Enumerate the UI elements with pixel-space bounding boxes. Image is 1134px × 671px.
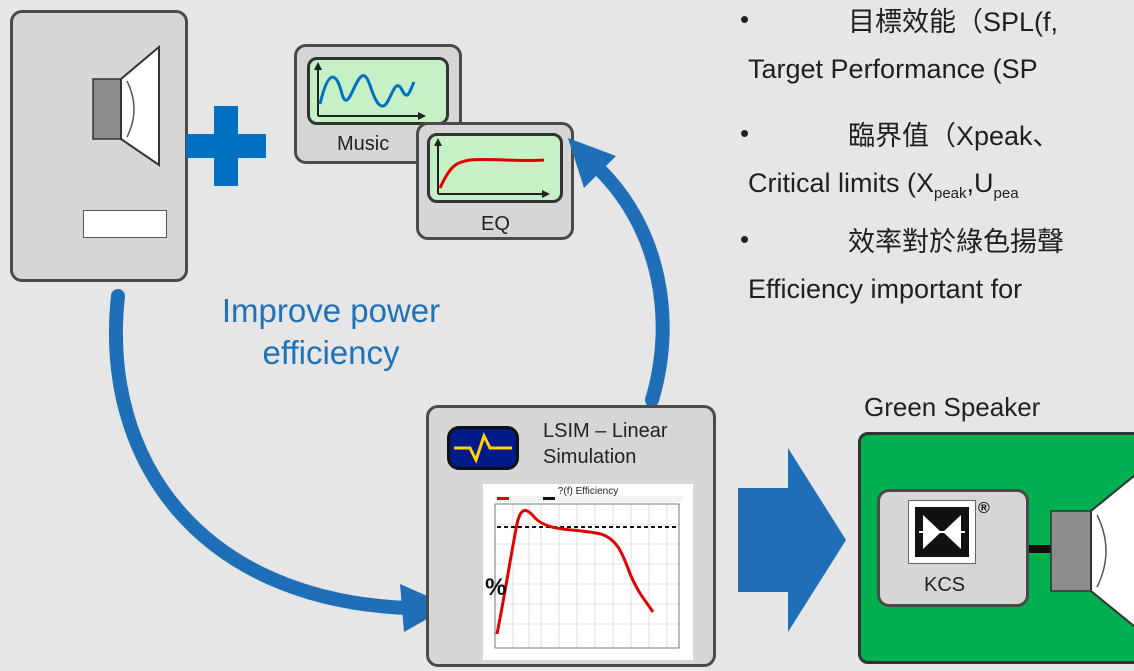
efficiency-chart-ylabel: % [485, 574, 507, 601]
bullet-1-en: Target Performance (SP [748, 54, 1038, 84]
bullet-1-zh: • 目標效能（SPL(f, [740, 0, 1059, 39]
bullet-dot: • [740, 4, 750, 34]
lsim-title-line1: LSIM – Linear [543, 420, 668, 442]
green-speaker-title: Green Speaker [864, 392, 1041, 422]
eq-screen [427, 133, 563, 203]
cycle-label-line1: Improve power [221, 292, 441, 329]
kcs-box: ® KCS [877, 489, 1029, 607]
green-speaker-box: ® KCS [858, 432, 1134, 664]
bullet-2-en: Critical limits (Xpeak,Upea [748, 168, 1019, 202]
bullet-2-en-mid: ,U [966, 168, 994, 198]
big-right-arrow [738, 448, 846, 632]
bullet-3-zh: • 效率對於綠色揚聲 [740, 220, 1064, 259]
registered-mark: ® [978, 500, 990, 517]
music-label: Music [337, 133, 390, 155]
eq-box: EQ [416, 122, 574, 240]
bullet-2-en-prefix: Critical limits (X [748, 168, 934, 198]
speaker-port [83, 210, 167, 238]
bullet-2-zh: • 臨界值（Xpeak、 [740, 114, 1060, 153]
efficiency-chart: ?(f) Efficiency % [483, 484, 693, 660]
speaker-driver-icon [92, 44, 160, 167]
arc-up-arrowhead [568, 138, 616, 188]
lsim-title-line2: Simulation [543, 446, 637, 468]
speaker-cabinet [10, 10, 188, 282]
bullet-3-en: Efficiency important for [748, 274, 1023, 304]
plus-icon [186, 106, 266, 186]
bullet-2-en-sub1: peak [934, 185, 967, 202]
eq-curve-icon [434, 138, 550, 198]
bullet-dot: • [740, 118, 750, 148]
efficiency-chart-title: ?(f) Efficiency [557, 486, 619, 497]
arc-up-arrow [593, 163, 670, 407]
music-box: Music [294, 44, 462, 164]
cycle-label-line2: efficiency [262, 334, 400, 371]
bullet-2-zh-text: 臨界值（Xpeak、 [848, 121, 1060, 151]
green-speaker-driver-icon [1050, 474, 1134, 628]
bullet-3-zh-text: 效率對於綠色揚聲 [848, 227, 1064, 257]
cycle-label: Improve power efficiency [196, 290, 466, 374]
bullet-1-zh-text: 目標效能（SPL(f, [848, 7, 1059, 37]
bullet-2-en-sub2: pea [993, 185, 1019, 202]
lsim-logo-icon [447, 426, 519, 470]
music-screen [307, 57, 449, 125]
connector-line [1029, 545, 1051, 553]
kcs-logo [908, 500, 976, 564]
eq-label: EQ [481, 213, 510, 235]
efficiency-plot [494, 496, 683, 649]
arc-down-arrow [108, 289, 415, 615]
kcs-logo-icon [915, 507, 969, 557]
lsim-box: LSIM – Linear Simulation ?(f) Efficiency [426, 405, 716, 667]
kcs-label: KCS [924, 574, 966, 596]
arc-down-arrowhead [400, 584, 450, 632]
lsim-title: LSIM – Linear Simulation [543, 418, 668, 470]
waveform-icon [314, 62, 426, 120]
bullet-dot: • [740, 224, 750, 254]
